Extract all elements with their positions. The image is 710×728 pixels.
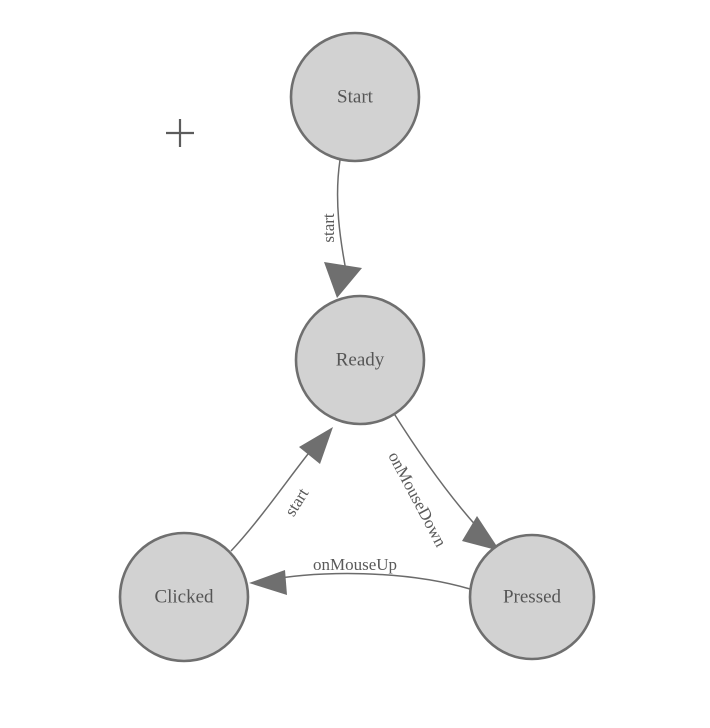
node-pressed[interactable]: Pressed xyxy=(468,533,596,661)
edge-clicked-to-ready[interactable]: start xyxy=(230,427,333,552)
node-pressed-circle xyxy=(468,533,596,661)
edge-start-to-ready[interactable]: start xyxy=(319,159,362,298)
node-clicked-label: Clicked xyxy=(154,586,214,607)
edge-label-pressed-to-clicked: onMouseUp xyxy=(313,555,397,574)
arrowhead-into-ready-from-clicked xyxy=(299,427,333,464)
node-clicked[interactable]: Clicked xyxy=(118,531,250,663)
edge-label-start-to-ready: start xyxy=(319,213,338,243)
edge-pressed-to-clicked[interactable]: onMouseUp xyxy=(249,555,471,595)
edge-path-clicked-to-ready xyxy=(230,443,317,552)
edge-label-clicked-to-ready: start xyxy=(281,484,313,519)
node-start[interactable]: Start xyxy=(289,31,421,163)
edge-path-pressed-to-clicked xyxy=(261,572,471,590)
node-ready-label: Ready xyxy=(336,349,385,370)
arrowhead-into-ready-from-start xyxy=(324,262,362,298)
arrowhead-into-pressed xyxy=(462,516,500,551)
node-clicked-circle xyxy=(118,531,250,663)
node-start-label: Start xyxy=(337,86,374,107)
edge-path-start-to-ready xyxy=(336,159,348,277)
edge-label-ready-to-pressed: onMouseDown xyxy=(384,449,450,551)
plus-marker-icon xyxy=(166,119,194,147)
arrowhead-into-clicked xyxy=(249,570,287,595)
edge-ready-to-pressed[interactable]: onMouseDown xyxy=(384,411,500,551)
node-ready-circle xyxy=(294,294,426,426)
node-pressed-label: Pressed xyxy=(503,586,562,607)
node-start-circle xyxy=(289,31,421,163)
node-ready[interactable]: Ready xyxy=(294,294,426,426)
